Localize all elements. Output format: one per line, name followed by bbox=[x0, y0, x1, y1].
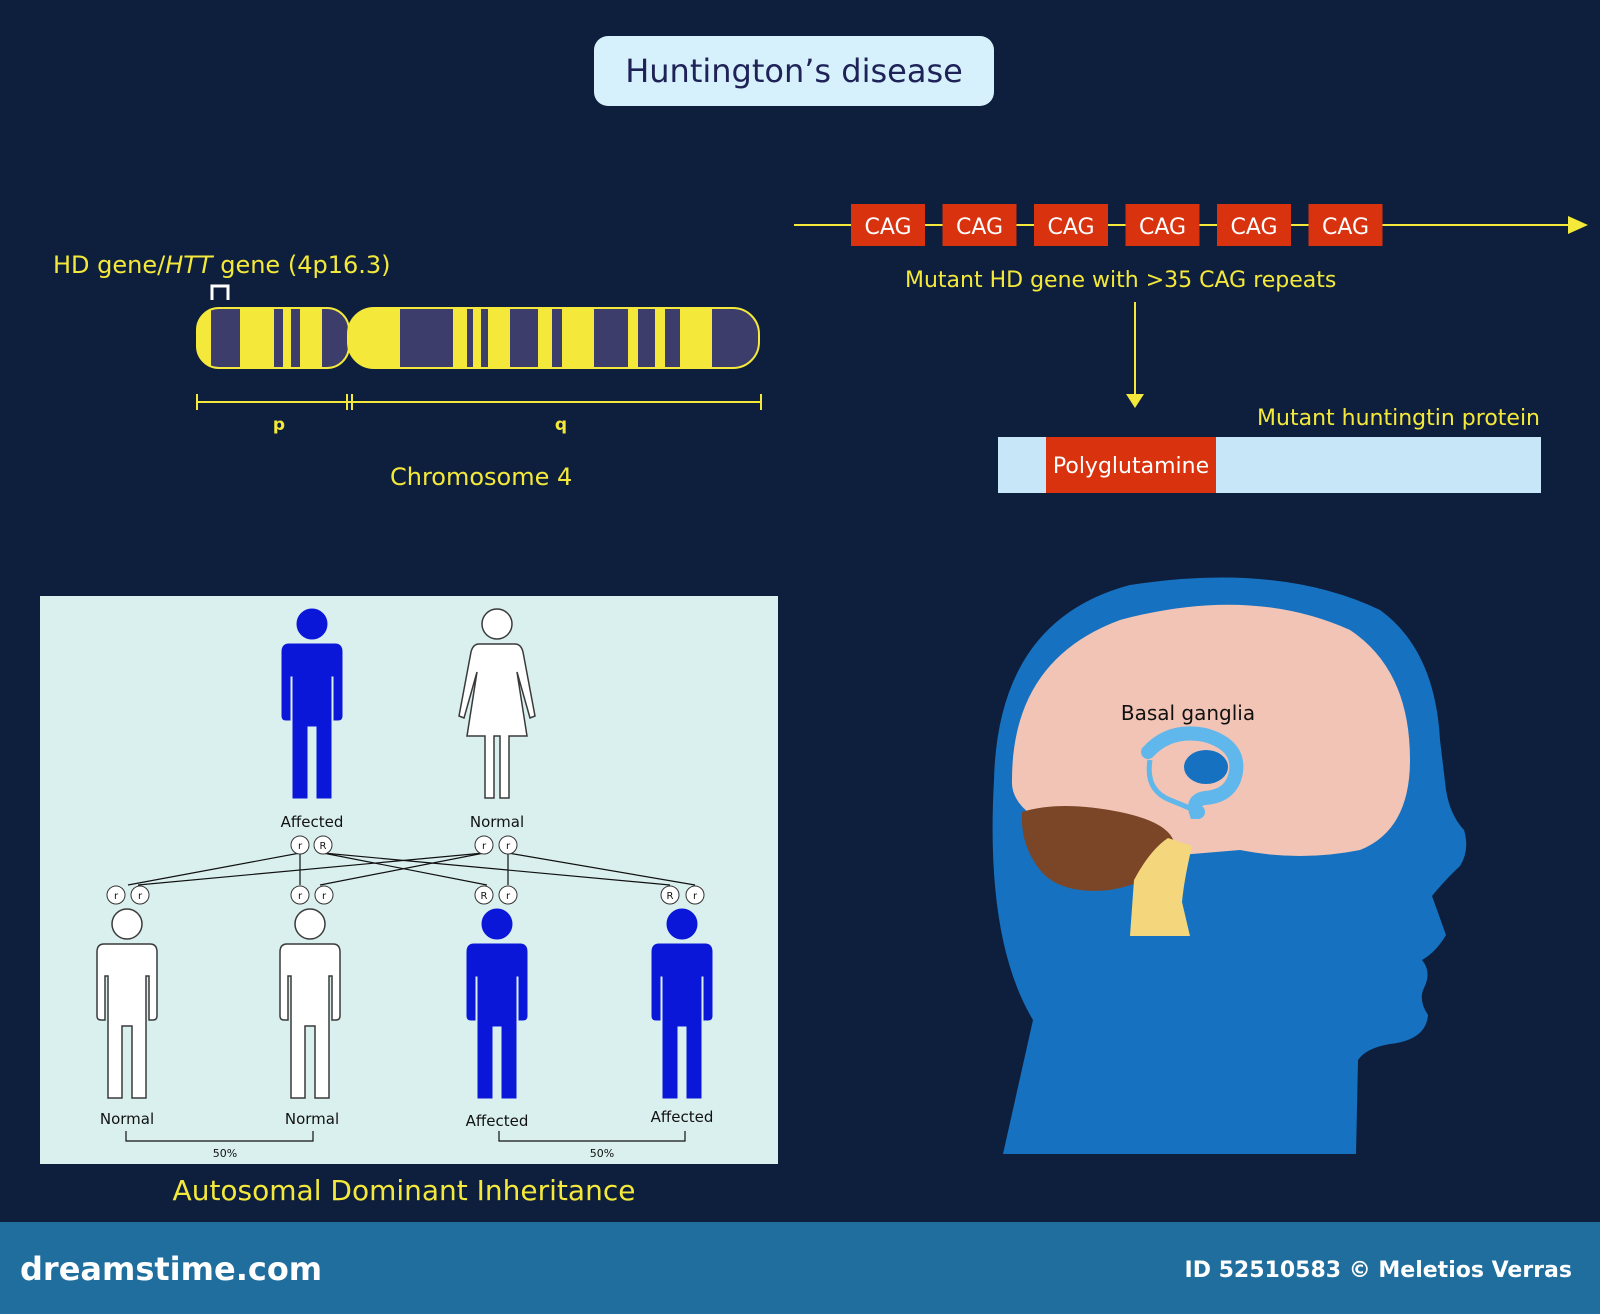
protein-caption: Mutant huntingtin protein bbox=[1257, 406, 1540, 431]
parent-label-affected: Affected bbox=[281, 813, 344, 831]
allele-circle bbox=[474, 885, 494, 905]
cag-repeat-section: CAG CAG CAG CAG CAG CAG Mutant HD gene with >… bbox=[794, 204, 1588, 408]
allele-circle bbox=[314, 885, 334, 905]
cerebellum bbox=[1021, 806, 1174, 891]
brainstem bbox=[1130, 838, 1192, 936]
child-label-4: Affected bbox=[651, 1108, 714, 1126]
allele-text: r bbox=[298, 841, 303, 852]
polyglutamine-label: Polyglutamine bbox=[1053, 454, 1209, 479]
allele-text: r bbox=[138, 891, 143, 902]
p-arm-label: p bbox=[273, 415, 285, 435]
cag-box bbox=[942, 204, 1017, 246]
cag-caption: Mutant HD gene with >35 CAG repeats bbox=[905, 268, 1336, 293]
cag-label: CAG bbox=[1047, 215, 1094, 240]
cag-box bbox=[851, 204, 925, 246]
allele-circle bbox=[313, 835, 333, 855]
gene-locus-marker bbox=[210, 284, 230, 300]
allele-text: r bbox=[506, 891, 511, 902]
cag-repeats: CAG CAG CAG CAG CAG CAG bbox=[851, 204, 1383, 246]
cag-box bbox=[1217, 204, 1291, 246]
footer-brand: dreamstime.com bbox=[20, 1250, 323, 1288]
protein-section: Mutant huntingtin protein Polyglutamine bbox=[998, 406, 1541, 493]
allele-circle bbox=[130, 885, 150, 905]
allele-circle bbox=[290, 835, 310, 855]
q-arm-label: q bbox=[555, 415, 567, 435]
percent-right: 50% bbox=[590, 1147, 614, 1160]
chromosome-q-arm bbox=[348, 308, 759, 368]
cag-label: CAG bbox=[1322, 215, 1369, 240]
strand-arrowhead bbox=[1568, 216, 1588, 234]
pedigree-background bbox=[40, 596, 778, 1164]
parent-alleles: r R r r bbox=[290, 835, 518, 855]
allele-circle bbox=[474, 835, 494, 855]
child-label-1: Normal bbox=[100, 1110, 154, 1128]
allele-text: r bbox=[322, 891, 327, 902]
inheritance-lines bbox=[127, 852, 696, 886]
title-box: Huntington’s disease bbox=[594, 36, 994, 106]
basal-ganglia-tip bbox=[1194, 806, 1204, 816]
percent-brackets bbox=[125, 1131, 686, 1142]
footer-bar: dreamstime.com ID 52510583 © Meletios Ve… bbox=[0, 1222, 1600, 1314]
basal-ganglia-tail bbox=[1146, 759, 1200, 815]
allele-circle bbox=[290, 885, 310, 905]
allele-text: R bbox=[481, 891, 488, 902]
cag-box bbox=[1125, 204, 1200, 246]
gene-label: HD gene/HTT gene (4p16.3) bbox=[53, 251, 391, 279]
allele-text: r bbox=[482, 841, 487, 852]
cag-box bbox=[1308, 204, 1383, 246]
allele-circle bbox=[498, 885, 518, 905]
allele-circle bbox=[685, 885, 705, 905]
pedigree-panel: Affected Normal r R r bbox=[40, 596, 778, 1207]
allele-text: r bbox=[693, 891, 698, 902]
child-alleles: r r r r R r R r bbox=[106, 885, 705, 905]
cag-label: CAG bbox=[1139, 215, 1186, 240]
allele-text: r bbox=[114, 891, 119, 902]
allele-text: R bbox=[320, 841, 327, 852]
chromosome-p-arm bbox=[197, 308, 349, 368]
cag-label: CAG bbox=[864, 215, 911, 240]
percent-left: 50% bbox=[213, 1147, 237, 1160]
allele-circle bbox=[106, 885, 126, 905]
allele-circle bbox=[660, 885, 680, 905]
child-label-2: Normal bbox=[285, 1110, 339, 1128]
arm-scale bbox=[196, 394, 762, 410]
chromosome-caption: Chromosome 4 bbox=[390, 463, 572, 491]
chromosome-section: HD gene/HTT gene (4p16.3) bbox=[53, 251, 762, 491]
allele-text: R bbox=[667, 891, 674, 902]
translation-arrowhead bbox=[1126, 394, 1144, 408]
page-title: Huntington’s disease bbox=[625, 52, 963, 90]
allele-circle bbox=[498, 835, 518, 855]
q-arm-outline bbox=[347, 307, 760, 369]
cag-box bbox=[1034, 204, 1108, 246]
allele-text: r bbox=[506, 841, 511, 852]
basal-ganglia-core bbox=[1184, 750, 1228, 784]
head-brain-section: Basal ganglia bbox=[992, 577, 1467, 1154]
child-label-3: Affected bbox=[466, 1112, 529, 1130]
inheritance-caption: Autosomal Dominant Inheritance bbox=[173, 1174, 636, 1207]
cag-label: CAG bbox=[1230, 215, 1277, 240]
footer-credit: ID 52510583 © Meletios Verras bbox=[1184, 1258, 1572, 1283]
basal-ganglia-outer bbox=[1141, 726, 1244, 819]
polyglutamine-segment bbox=[1046, 437, 1216, 493]
basal-ganglia-label: Basal ganglia bbox=[1121, 701, 1255, 725]
parent-label-normal: Normal bbox=[470, 813, 524, 831]
allele-text: r bbox=[298, 891, 303, 902]
cag-label: CAG bbox=[956, 215, 1003, 240]
